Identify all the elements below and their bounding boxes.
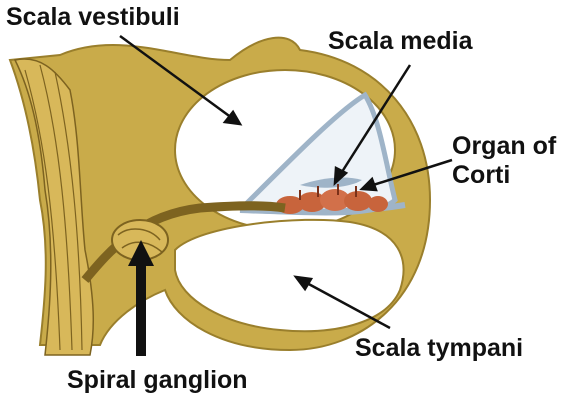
- arrow-spiral-ganglion: [136, 258, 146, 356]
- label-organ-of-corti-line1: Organ of: [452, 132, 556, 161]
- label-scala-tympani: Scala tympani: [355, 334, 523, 363]
- label-spiral-ganglion: Spiral ganglion: [67, 366, 248, 395]
- label-scala-vestibuli: Scala vestibuli: [6, 3, 180, 32]
- label-organ-of-corti-line2: Corti: [452, 161, 556, 190]
- label-scala-media: Scala media: [328, 27, 473, 56]
- label-organ-of-corti: Organ of Corti: [452, 132, 556, 190]
